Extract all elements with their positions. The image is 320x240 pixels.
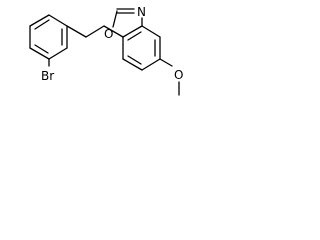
methoxy-group [159, 58, 180, 96]
formamide-group [112, 8, 143, 28]
bond [122, 25, 143, 38]
carbonyl-oxygen-label: O [104, 27, 113, 41]
bond [48, 14, 68, 27]
methoxy-oxygen-label: O [174, 68, 183, 82]
structure-canvas: Br N O O [0, 0, 229, 148]
bond [85, 25, 105, 38]
canvas-background [0, 0, 229, 148]
c-o-bond [112, 10, 118, 28]
bond [48, 47, 68, 60]
bond [29, 47, 50, 60]
double-bond-inner [127, 55, 142, 65]
bromine-label: Br [41, 69, 54, 83]
methoxyphenyl-ring [122, 25, 161, 71]
ethylene-linker [66, 25, 124, 38]
bond [141, 25, 161, 38]
bond [122, 58, 143, 71]
bond [66, 25, 87, 38]
double-bond-inner [34, 44, 49, 54]
bromophenyl-ring [29, 14, 68, 60]
molecule-diagram: Br N O O [0, 0, 229, 148]
nitrogen-label: N [137, 5, 146, 19]
bond [141, 58, 161, 71]
double-bond-inner [127, 31, 142, 41]
c-o-bond [159, 58, 173, 67]
double-bond-inner [34, 19, 50, 30]
bond [29, 14, 50, 27]
bond [103, 25, 124, 38]
